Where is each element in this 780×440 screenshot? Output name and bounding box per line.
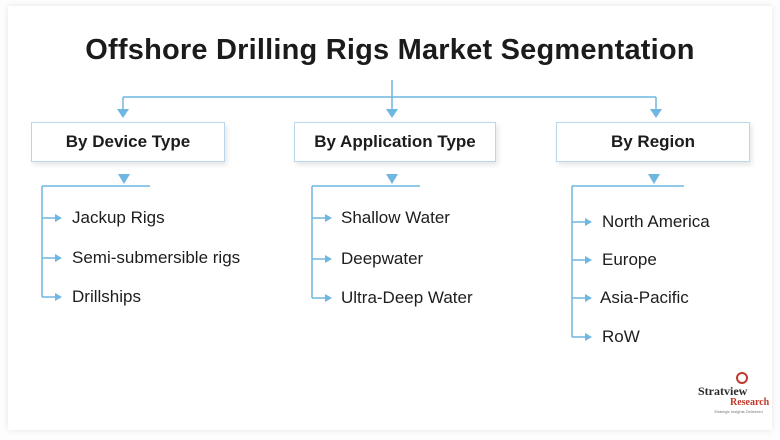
segment-box-region: By Region xyxy=(556,122,750,162)
magnifier-icon xyxy=(736,372,748,384)
arrow-device xyxy=(117,109,129,118)
stratview-logo: Stratview Research Strategic Insights De… xyxy=(698,372,776,416)
segment-box-application-type: By Application Type xyxy=(294,122,496,162)
region-item-north-america: North America xyxy=(602,212,710,231)
application-item-deepwater: Deepwater xyxy=(341,249,424,268)
region-item-asia-pacific: Asia-Pacific xyxy=(600,288,689,307)
diagram-card xyxy=(8,6,772,430)
logo-name: Stratview xyxy=(698,384,748,398)
arrow-device-down xyxy=(118,174,130,184)
arrow-region xyxy=(650,109,662,118)
region-item-row: RoW xyxy=(602,327,640,346)
application-item-shallow-water: Shallow Water xyxy=(341,208,450,227)
arrow-application-down xyxy=(386,174,398,184)
diagram-title: Offshore Drilling Rigs Market Segmentati… xyxy=(85,34,695,66)
segment-box-device-type: By Device Type xyxy=(31,122,225,162)
device-item-drillships: Drillships xyxy=(72,287,141,306)
arrow-region-down xyxy=(648,174,660,184)
device-item-jackup-rigs: Jackup Rigs xyxy=(72,208,165,227)
arrow-application xyxy=(386,109,398,118)
logo-sub: Research xyxy=(730,397,770,408)
application-item-ultra-deep-water: Ultra-Deep Water xyxy=(341,288,473,307)
region-item-europe: Europe xyxy=(602,250,657,269)
device-item-semi-submersible: Semi-submersible rigs xyxy=(72,248,241,267)
logo-tagline: Strategic Insights Delivered xyxy=(714,409,763,414)
